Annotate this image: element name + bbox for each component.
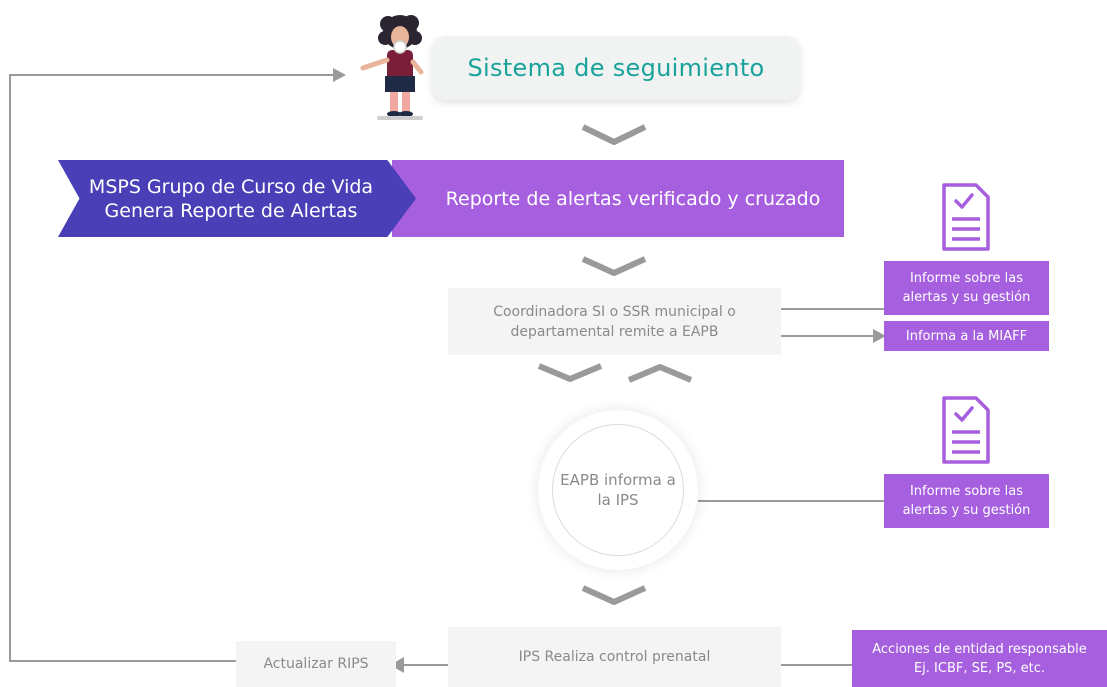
chevron-down-icon — [581, 124, 647, 145]
coordinadora-box: Coordinadora SI o SSR municipal o depart… — [448, 288, 781, 355]
arrow-right-icon — [873, 329, 886, 343]
banner-left-line2: Genera Reporte de Alertas — [104, 199, 358, 222]
eapb-circle: EAPB informa a la IPS — [552, 424, 684, 556]
woman-character-icon — [360, 15, 424, 120]
actualizar-rips-label: Actualizar RIPS — [263, 656, 369, 672]
banner-msps: MSPS Grupo de Curso de Vida Genera Repor… — [58, 160, 416, 237]
chevron-down-icon — [581, 256, 647, 276]
acciones-line1: Acciones de entidad responsable — [872, 641, 1087, 657]
document-check-icon — [942, 183, 990, 251]
document-check-icon — [942, 396, 990, 464]
acciones-entidad-box: Acciones de entidad responsable Ej. ICBF… — [852, 630, 1107, 687]
informe1-line2: alertas y su gestión — [902, 290, 1031, 305]
eapb-line2: la IPS — [597, 491, 639, 509]
informa-miaff-label: Informa a la MIAFF — [905, 328, 1028, 344]
arrow-right-icon — [333, 68, 346, 82]
ips-control-label: IPS Realiza control prenatal — [518, 649, 711, 665]
arrow-left-icon — [390, 657, 404, 673]
acciones-line2: Ej. ICBF, SE, PS, etc. — [913, 660, 1046, 676]
informe2-line2: alertas y su gestión — [902, 503, 1031, 518]
banner-reporte-verificado: Reporte de alertas verificado y cruzado — [392, 160, 844, 237]
banner-left-line1: MSPS Grupo de Curso de Vida — [88, 175, 374, 198]
ips-control-box: IPS Realiza control prenatal — [448, 627, 781, 687]
banner-right-label: Reporte de alertas verificado y cruzado — [445, 187, 821, 210]
actualizar-rips-box: Actualizar RIPS — [236, 641, 396, 687]
informe-alertas-box-2: Informe sobre las alertas y su gestión — [884, 474, 1049, 528]
informe-alertas-box: Informe sobre las alertas y su gestión — [884, 261, 1049, 315]
chevron-down-icon — [537, 363, 603, 382]
page-title: Sistema de seguimiento — [432, 36, 800, 100]
coordinadora-line1: Coordinadora SI o SSR municipal o — [493, 303, 736, 320]
informe2-line1: Informe sobre las — [909, 484, 1024, 499]
chevron-up-icon — [627, 364, 693, 383]
feedback-loop-line — [9, 74, 336, 662]
coordinadora-line2: departamental remite a EAPB — [510, 323, 719, 340]
informa-miaff-box: Informa a la MIAFF — [884, 321, 1049, 351]
eapb-line1: EAPB informa a — [560, 471, 676, 489]
informe1-line1: Informe sobre las — [909, 271, 1024, 286]
chevron-down-icon — [581, 585, 647, 605]
